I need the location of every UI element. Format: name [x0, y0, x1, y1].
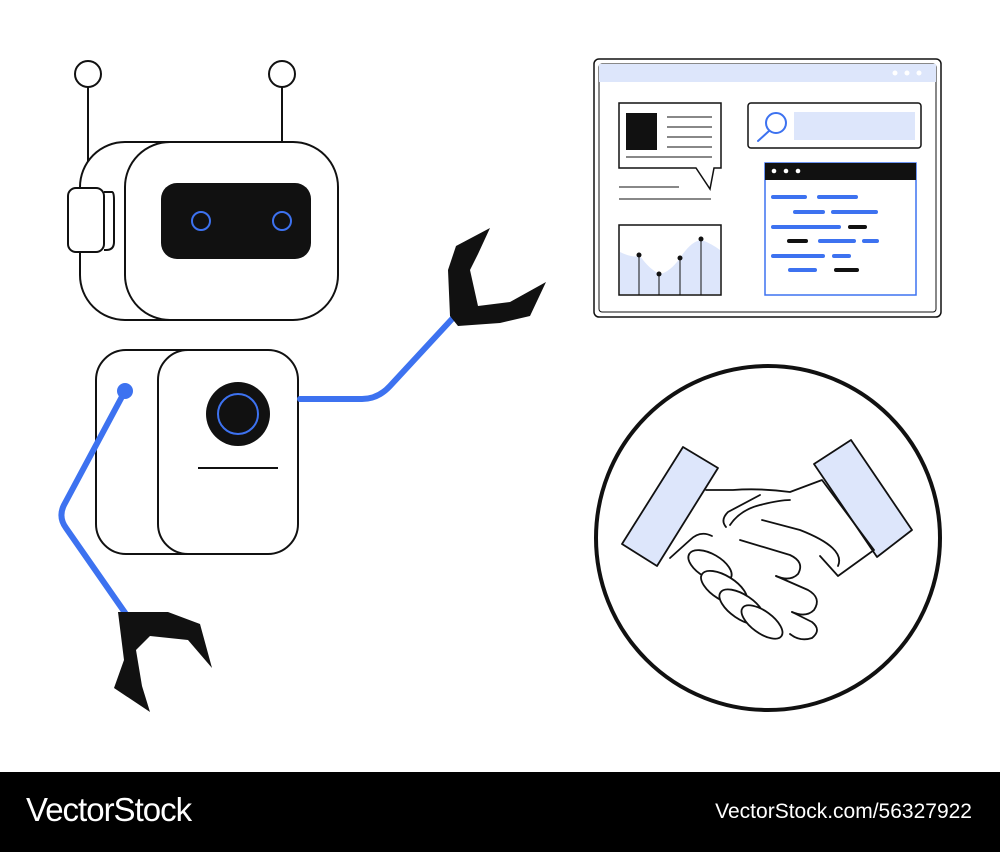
chat-bubble-card [618, 102, 722, 191]
code-window [764, 162, 917, 296]
image-reference: VectorStock.com/56327922 [715, 800, 972, 823]
illustration-canvas [58, 58, 942, 712]
handshake-icon [594, 364, 942, 712]
robot-eye-right [272, 211, 292, 231]
robot-arm-right [297, 316, 455, 402]
footer-bar: VectorStock VectorStock.com/56327922 [0, 772, 1000, 852]
mini-chart [618, 224, 722, 296]
robot-arm-left [58, 383, 133, 620]
browser-window-icon [593, 58, 942, 318]
robot-head [67, 141, 339, 321]
robot-eye-left [191, 211, 211, 231]
robot-visor [161, 183, 311, 259]
robot-claw-upper [448, 228, 546, 326]
search-bar [747, 102, 922, 149]
robot-antenna-right [268, 60, 296, 142]
window-dots-icon [892, 70, 922, 76]
image-placeholder [626, 113, 657, 150]
magnifier-icon [757, 112, 787, 142]
brand-logo[interactable]: VectorStock [26, 791, 192, 828]
robot-chest-light [206, 382, 270, 446]
text-lines [619, 186, 711, 200]
search-field [794, 112, 915, 140]
robot-body [95, 349, 299, 555]
robot-claw-lower [114, 612, 212, 712]
robot-icon [67, 60, 339, 555]
browser-title-bar [599, 64, 936, 82]
